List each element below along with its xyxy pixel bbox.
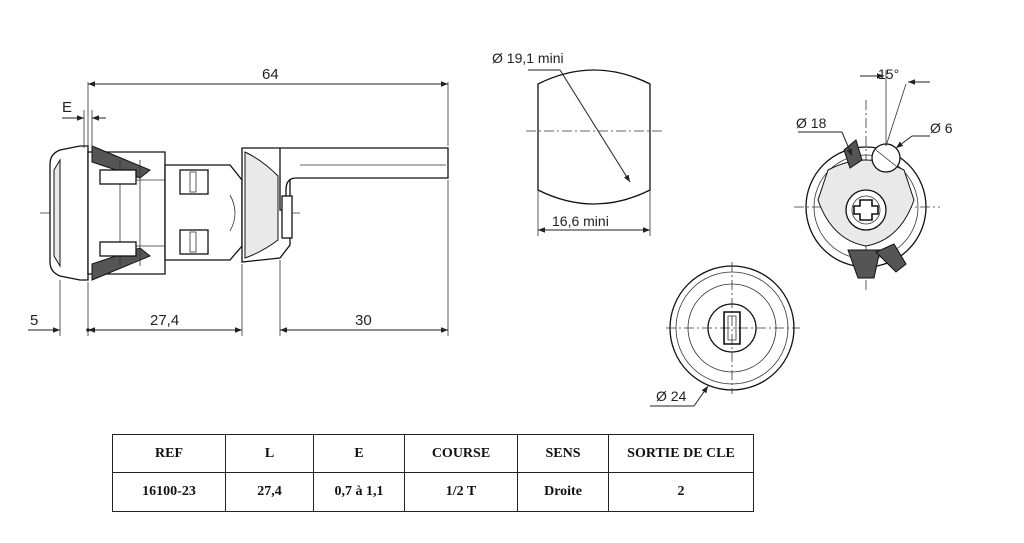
dim-e: E bbox=[62, 99, 72, 116]
dim-d24: Ø 24 bbox=[656, 388, 687, 404]
dim-d18: Ø 18 bbox=[796, 115, 827, 131]
dim-body: 27,4 bbox=[150, 312, 179, 329]
clip-window-bottom bbox=[99, 241, 137, 257]
cutout-view: Ø 19,1 mini 16,6 mini bbox=[492, 50, 664, 236]
tooth-bottom-right bbox=[875, 243, 907, 273]
cell-sortie-de-cle: 2 bbox=[608, 472, 754, 512]
dim-cutout-diameter: Ø 19,1 mini bbox=[492, 50, 564, 66]
side-view: 64 E 5 27,4 30 bbox=[28, 66, 449, 336]
cell-course: 1/2 T bbox=[404, 472, 518, 512]
spec-table: REF L E COURSE SENS SORTIE DE CLE 16100-… bbox=[112, 434, 754, 512]
cell-e: 0,7 à 1,1 bbox=[313, 472, 405, 512]
dim-d6: Ø 6 bbox=[930, 120, 953, 136]
dim-overall-length: 64 bbox=[262, 66, 279, 83]
header-ref: REF bbox=[112, 434, 226, 473]
shaft-cross bbox=[853, 199, 879, 221]
handle-bar bbox=[279, 147, 449, 211]
front-view: Ø 24 bbox=[650, 262, 800, 407]
spec-table-row: 16100-23 27,4 0,7 à 1,1 1/2 T Droite 2 bbox=[112, 472, 754, 512]
keyway bbox=[723, 311, 741, 345]
dim-handle: 30 bbox=[355, 312, 372, 329]
cell-ref: 16100-23 bbox=[112, 472, 226, 512]
cutout-shape bbox=[537, 69, 651, 205]
shaft-end bbox=[281, 195, 293, 239]
header-sortie-de-cle: SORTIE DE CLE bbox=[608, 434, 754, 473]
dim-cutout-flat: 16,6 mini bbox=[552, 213, 609, 229]
spec-table-header: REF L E COURSE SENS SORTIE DE CLE bbox=[112, 434, 754, 473]
dim-angle: 15° bbox=[878, 66, 899, 82]
cell-l: 27,4 bbox=[225, 472, 314, 512]
cell-sens: Droite bbox=[517, 472, 609, 512]
back-view: 15° Ø 18 Ø 6 bbox=[794, 66, 953, 290]
nut-slot-top bbox=[179, 169, 209, 195]
header-l: L bbox=[225, 434, 314, 473]
cam-shade bbox=[244, 151, 279, 259]
tooth-bottom bbox=[847, 249, 881, 279]
header-sens: SENS bbox=[517, 434, 609, 473]
header-e: E bbox=[313, 434, 405, 473]
header-course: COURSE bbox=[404, 434, 518, 473]
clip-window-top bbox=[99, 169, 137, 185]
dim-left: 5 bbox=[30, 312, 38, 329]
bezel-face bbox=[53, 158, 61, 268]
nut-slot-bottom bbox=[179, 229, 209, 255]
